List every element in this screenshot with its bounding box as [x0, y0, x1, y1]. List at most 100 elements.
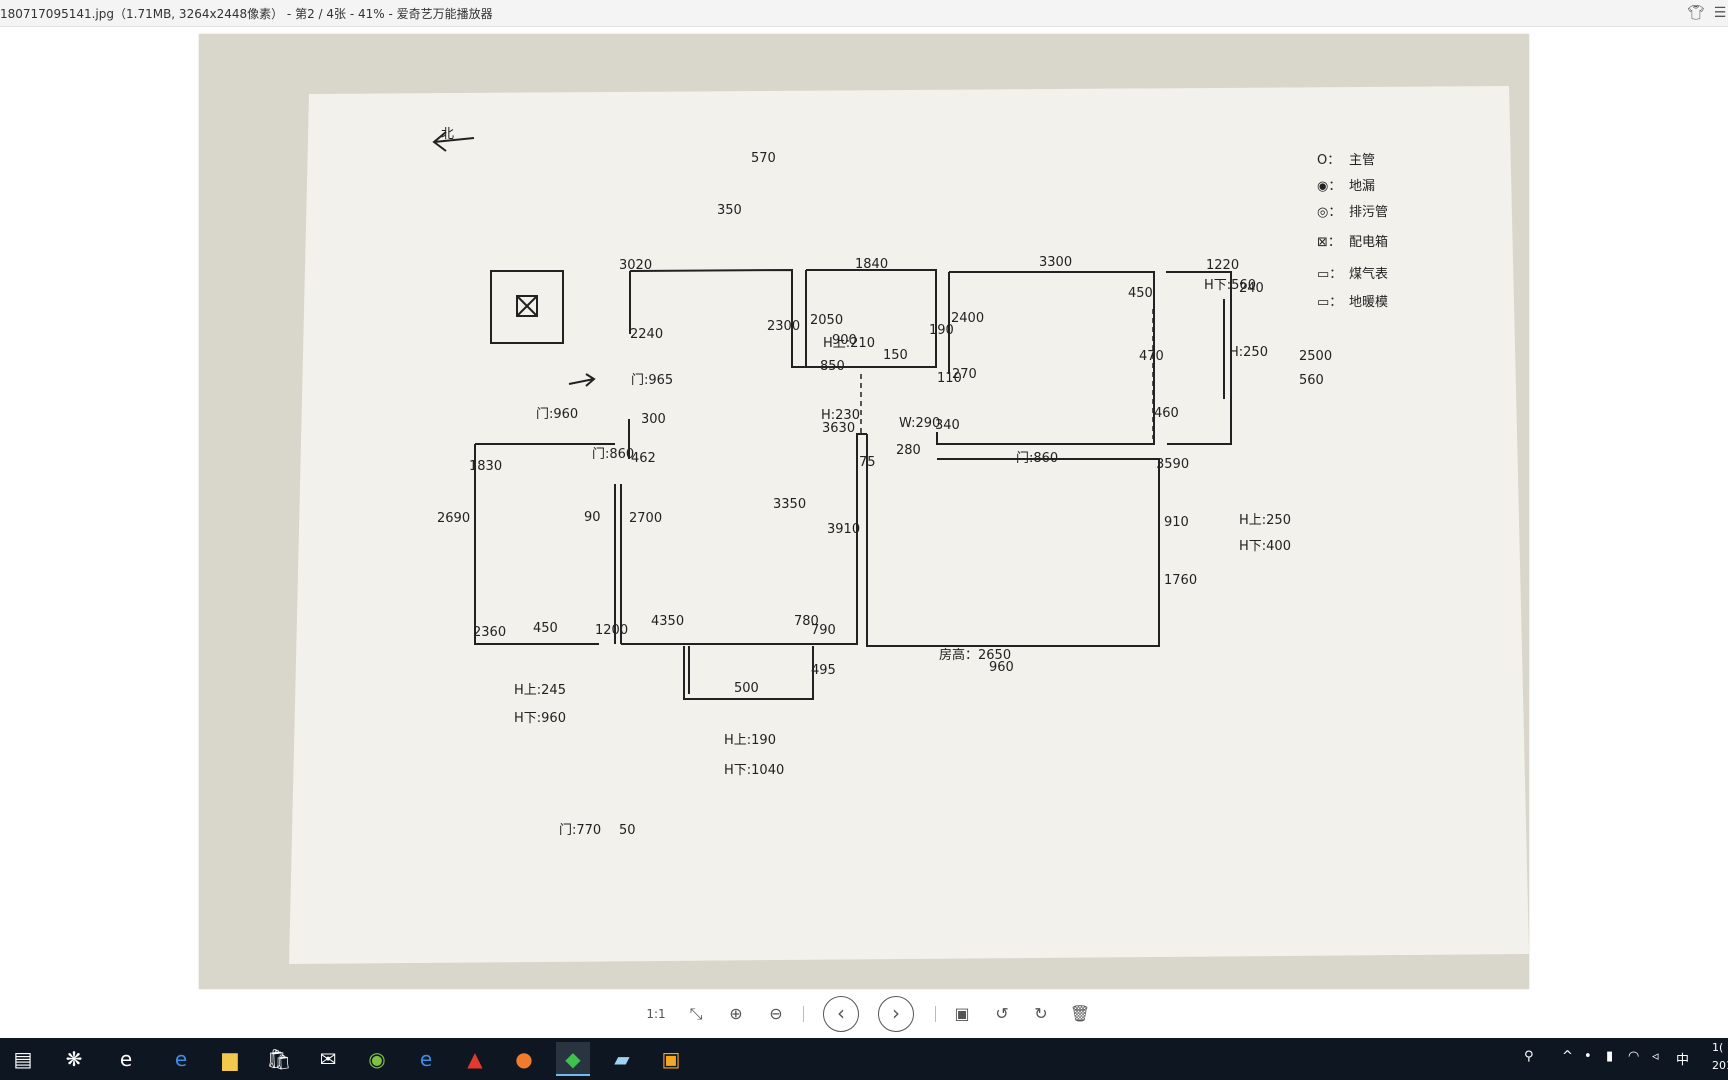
dimension-label: H下:960: [514, 711, 566, 726]
dimension-label: H:250: [1229, 345, 1268, 360]
ie-icon[interactable]: e: [119, 1047, 133, 1071]
app-icon[interactable]: ❋: [65, 1047, 83, 1071]
dimension-label: 3300: [1039, 255, 1072, 270]
dimension-label: 2050: [810, 313, 843, 328]
north-label: 北: [441, 127, 454, 142]
menu-icon[interactable]: ☰: [1713, 5, 1727, 21]
chevron-up-icon[interactable]: ^: [1562, 1049, 1573, 1064]
viewer-icon[interactable]: ▣: [661, 1047, 681, 1071]
dimension-label: 3630: [822, 421, 855, 436]
dimension-label: 3910: [827, 522, 860, 537]
chat-icon[interactable]: ●: [515, 1047, 533, 1071]
actual-size-button[interactable]: 1:1: [646, 1007, 666, 1021]
mail-icon[interactable]: ✉: [319, 1047, 337, 1071]
volume-icon[interactable]: ◃: [1652, 1049, 1659, 1064]
dimension-label: 960: [989, 660, 1014, 675]
viewer-toolbar: 1:1 ⤡ ⊕ ⊖ ‹ › ▣ ↺ ↻ 🗑︎: [0, 990, 1728, 1038]
taskbar: ▤ ❋ e e ▆ 🛍︎ ✉ ◉ e ▲ ● ◆ ▰ ▣ ⚲ ^ • ▮ ◠ ◃…: [0, 1038, 1728, 1080]
shirt-icon[interactable]: 👕︎: [1687, 5, 1705, 21]
zoom-in-icon[interactable]: ⊕: [729, 1004, 743, 1023]
dimension-label: 280: [896, 443, 921, 458]
dimension-label: W:290: [899, 416, 940, 431]
ie-blue-icon[interactable]: e: [419, 1047, 433, 1071]
store-icon[interactable]: 🛍︎: [266, 1047, 292, 1071]
battery-icon[interactable]: ▮: [1606, 1049, 1614, 1064]
dimension-label: 1760: [1164, 573, 1197, 588]
dimension-label: H上:245: [514, 683, 566, 698]
legend-item-text: 地漏: [1349, 178, 1375, 194]
dimension-label: 910: [1164, 515, 1189, 530]
dimension-label: 780: [794, 614, 819, 629]
dimension-label: 2690: [437, 511, 470, 526]
dimension-label: 495: [811, 663, 836, 678]
floor-plan-sketch: 北 O： 主管 ◉： 地漏 ◎： 排污管 ⊠： 配电箱 ▭： 煤气表 ▭： 地暖…: [289, 86, 1529, 964]
task-view-icon[interactable]: ▤: [13, 1047, 33, 1071]
dimension-label: 350: [717, 203, 742, 218]
dimension-label: 4350: [651, 614, 684, 629]
notification-icon[interactable]: •: [1584, 1049, 1592, 1064]
dimension-label: 2360: [473, 625, 506, 640]
floor-plan-photo: 北 O： 主管 ◉： 地漏 ◎： 排污管 ⊠： 配电箱 ▭： 煤气表 ▭： 地暖…: [199, 34, 1529, 989]
legend: O： 主管 ◉： 地漏 ◎： 排污管 ⊠： 配电箱 ▭： 煤气表 ▭： 地暖模: [1317, 153, 1388, 310]
dimension-label: 2240: [630, 327, 663, 342]
dimension-label: 460: [1154, 406, 1179, 421]
dimension-label: 1200: [595, 623, 628, 638]
dimension-label: H下:560: [1204, 278, 1256, 293]
clock-time[interactable]: 1(: [1712, 1041, 1724, 1054]
clock-date[interactable]: 201: [1712, 1059, 1728, 1072]
rotate-right-icon[interactable]: ↻: [1034, 1004, 1048, 1023]
dimension-label: 1840: [855, 257, 888, 272]
legend-item: ▭：: [1317, 267, 1342, 282]
player-icon[interactable]: ◆: [556, 1042, 590, 1076]
image-viewport[interactable]: 北 O： 主管 ◉： 地漏 ◎： 排污管 ⊠： 配电箱 ▭： 煤气表 ▭： 地暖…: [0, 27, 1728, 990]
dimension-label: 2400: [951, 311, 984, 326]
dimension-label: 2300: [767, 319, 800, 334]
dimension-label: 门:965: [631, 373, 673, 388]
expand-icon[interactable]: ⤡: [689, 1004, 703, 1023]
dimension-label: 1830: [469, 459, 502, 474]
dimension-label: 3590: [1156, 457, 1189, 472]
dimension-label: H下:1040: [724, 763, 784, 778]
legend-item-text: 煤气表: [1349, 266, 1388, 282]
chevron-right-icon[interactable]: ›: [878, 996, 914, 1032]
separator: [935, 1006, 936, 1022]
dimension-label: 240: [1239, 281, 1264, 296]
people-icon[interactable]: ⚲: [1524, 1049, 1534, 1064]
folder-icon[interactable]: ▆: [222, 1047, 238, 1071]
chevron-left-icon[interactable]: ‹: [823, 996, 859, 1032]
legend-item-text: 配电箱: [1349, 234, 1388, 250]
browser-icon[interactable]: ◉: [368, 1047, 386, 1071]
dimension-label: 190: [929, 323, 954, 338]
dimension-label: 462: [631, 451, 656, 466]
dimension-label: 450: [533, 621, 558, 636]
autocad-icon[interactable]: ▲: [467, 1047, 483, 1071]
dimension-label: 900: [832, 333, 857, 348]
dimension-label: H上:250: [1239, 513, 1291, 528]
dimension-label: 门:960: [536, 407, 578, 422]
dimension-label: 150: [883, 348, 908, 363]
dimension-label: H上:210: [823, 336, 875, 351]
dimension-label: 270: [952, 367, 977, 382]
dimension-label: 110: [937, 371, 962, 386]
dimension-label: 1220: [1206, 258, 1239, 273]
dimension-label: 560: [1299, 373, 1324, 388]
wifi-icon[interactable]: ◠: [1628, 1049, 1640, 1064]
dimension-label: 3020: [619, 258, 652, 273]
dimension-label: 75: [859, 455, 876, 470]
zoom-out-icon[interactable]: ⊖: [769, 1004, 783, 1023]
notes-icon[interactable]: ▰: [614, 1047, 630, 1071]
edge-icon[interactable]: e: [174, 1047, 188, 1071]
title-bar: 180717095141.jpg（1.71MB, 3264x2448像素） - …: [0, 0, 1728, 27]
legend-item: ▭：: [1317, 295, 1342, 310]
legend-item-text: 主管: [1349, 153, 1375, 168]
dimension-label: 门:860: [1016, 451, 1058, 466]
ime-indicator[interactable]: 中: [1676, 1053, 1690, 1068]
dimension-label: H上:190: [724, 733, 776, 748]
dimension-label: 2500: [1299, 349, 1332, 364]
rotate-left-icon[interactable]: ↺: [995, 1004, 1009, 1023]
window-title: 180717095141.jpg（1.71MB, 3264x2448像素） - …: [0, 7, 493, 21]
dimension-label: 2700: [629, 511, 662, 526]
trash-icon[interactable]: 🗑︎: [1069, 1004, 1091, 1023]
slideshow-icon[interactable]: ▣: [954, 1004, 970, 1023]
